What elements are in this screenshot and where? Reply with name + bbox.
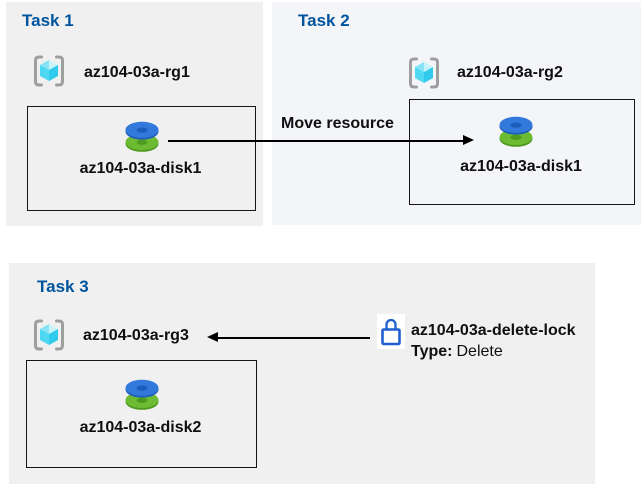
move-arrow-head-icon xyxy=(463,135,474,146)
move-arrow-line xyxy=(168,140,464,142)
lock-icon xyxy=(377,314,405,349)
delete-lock-type-value: Delete xyxy=(456,343,503,360)
task1-title: Task 1 xyxy=(22,11,74,30)
task3-resource-label: az104-03a-disk2 xyxy=(79,419,202,436)
task2-resource-box xyxy=(409,99,635,205)
managed-disk-icon xyxy=(124,377,160,411)
task1-resource-group-label: az104-03a-rg1 xyxy=(84,64,190,81)
task2-panel xyxy=(272,2,641,225)
delete-lock-name: az104-03a-delete-lock xyxy=(411,322,576,339)
task1-resource-label: az104-03a-disk1 xyxy=(79,160,202,177)
resource-group-icon xyxy=(406,55,442,91)
task2-resource-group-label: az104-03a-rg2 xyxy=(457,64,563,81)
lock-arrow-line xyxy=(217,337,370,339)
lock-arrow-head-icon xyxy=(207,332,218,343)
delete-lock-type-label: Type: xyxy=(411,343,453,360)
managed-disk-icon xyxy=(498,114,534,148)
task3-panel xyxy=(9,263,595,484)
resource-group-icon xyxy=(31,53,67,89)
resource-group-icon xyxy=(31,317,67,353)
task3-resource-box xyxy=(26,360,257,468)
delete-lock-type: Type:Delete xyxy=(411,343,503,361)
move-arrow-label: Move resource xyxy=(281,115,394,132)
task2-resource-label: az104-03a-disk1 xyxy=(460,158,582,175)
task1-resource-box xyxy=(27,106,256,211)
managed-disk-icon xyxy=(124,119,160,153)
task2-title: Task 2 xyxy=(298,11,350,30)
task3-title: Task 3 xyxy=(37,277,89,296)
task1-panel xyxy=(6,2,263,226)
task3-resource-group-label: az104-03a-rg3 xyxy=(83,327,189,344)
